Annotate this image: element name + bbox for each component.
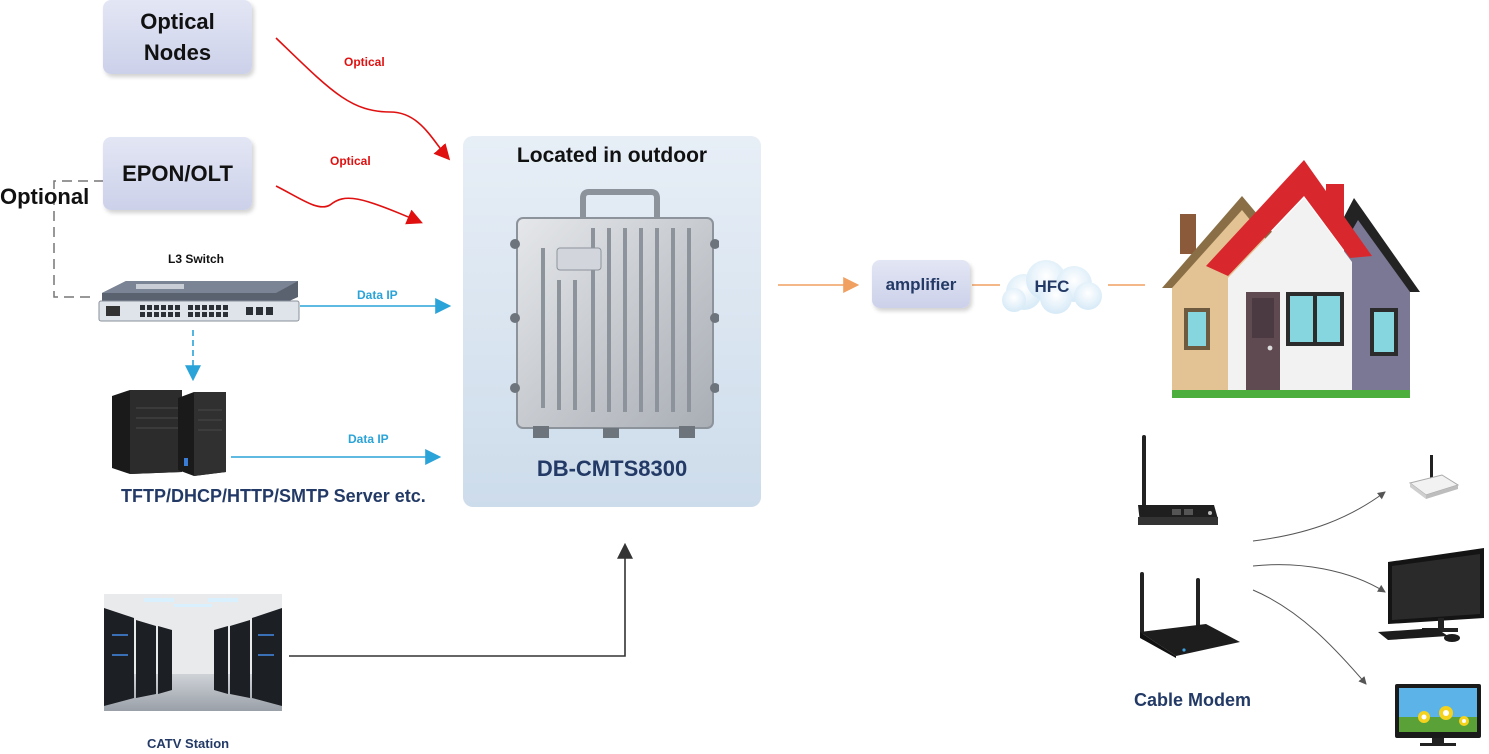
desktop-pc-icon — [1378, 548, 1484, 642]
optical-nodes-box: Optical Nodes — [103, 0, 252, 74]
l3-switch-icon — [98, 281, 300, 322]
outdoor-panel: Located in outdoor DB-CMTS8300 — [463, 136, 761, 507]
catv-link — [289, 542, 633, 657]
cloud-icon — [1002, 260, 1102, 314]
optical-nodes-label: Optical Nodes — [140, 9, 215, 65]
catv-station-icon — [104, 594, 282, 711]
modem-router-link — [1252, 491, 1386, 542]
amplifier-box: amplifier — [872, 260, 970, 308]
server-label: TFTP/DHCP/HTTP/SMTP Server etc. — [121, 486, 426, 506]
hfc-cloud: HFC — [996, 258, 1108, 316]
modem-tv-link — [1252, 589, 1367, 685]
optical-link-label-2: Optical — [330, 154, 371, 168]
l3-switch-label: L3 Switch — [168, 252, 225, 266]
router-icon — [1408, 455, 1460, 499]
outdoor-label: Located in outdoor — [516, 144, 708, 167]
modem-pc-link — [1252, 564, 1386, 593]
epon-olt-box: EPON/OLT — [103, 137, 252, 210]
epon-olt-label: EPON/OLT — [122, 161, 233, 186]
optical-link-1 — [275, 37, 451, 161]
server-icon — [112, 390, 226, 476]
cmts-device-icon — [510, 189, 719, 438]
cable-modem-icon-1 — [1138, 435, 1218, 525]
amplifier-label: amplifier — [885, 274, 957, 294]
house-icon — [1162, 160, 1420, 398]
optical-link-2 — [275, 185, 423, 225]
optional-bracket — [53, 180, 104, 298]
optical-link-label-1: Optical — [344, 55, 385, 69]
cmts-label: DB-CMTS8300 — [536, 456, 688, 481]
cable-modem-icon-2 — [1140, 572, 1240, 658]
hfc-label: HFC — [1034, 277, 1070, 296]
data-ip-label-1: Data IP — [357, 288, 398, 302]
optional-label: Optional — [0, 184, 90, 209]
cable-modem-label: Cable Modem — [1134, 690, 1252, 710]
tv-icon — [1395, 684, 1481, 746]
data-ip-label-2: Data IP — [348, 432, 389, 446]
catv-station-label: CATV Station — [147, 736, 230, 751]
